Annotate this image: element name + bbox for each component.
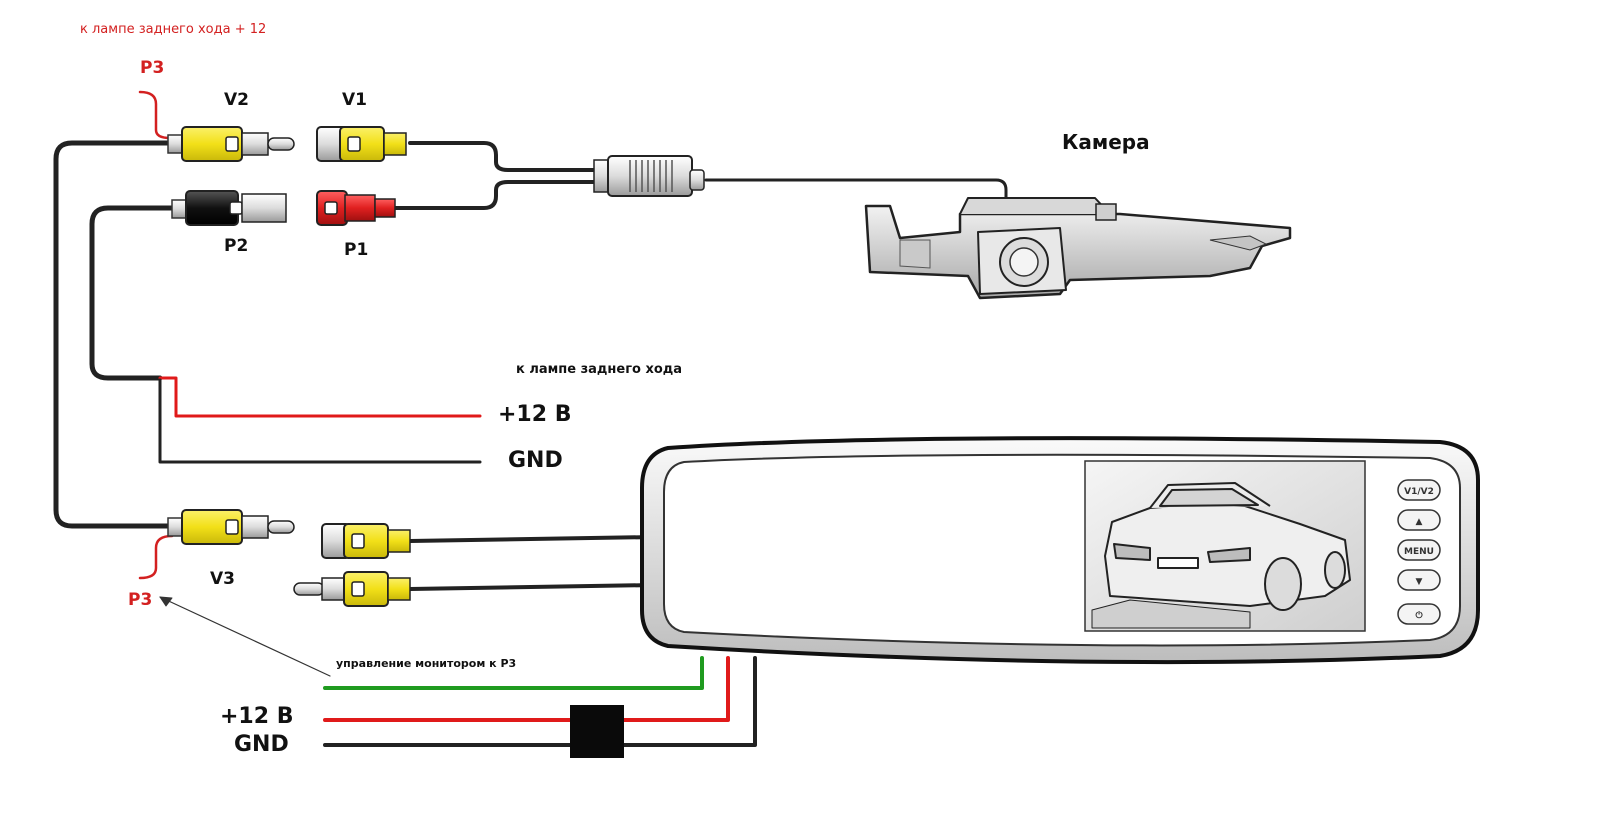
top-lamp-note: к лампе заднего хода + 12 (80, 22, 267, 37)
connector-p1 (316, 190, 396, 226)
camera (864, 197, 1292, 300)
wire-black-gnd (158, 378, 482, 464)
button-power[interactable] (1397, 603, 1441, 625)
mirror-monitor: V1/V2 ▲ MENU ▼ ⏻ (640, 436, 1480, 665)
label-gnd-mid: GND (508, 448, 563, 473)
wire-monitor-v1 (408, 535, 657, 543)
control-arrow-line (159, 596, 331, 677)
label-v2: V2 (224, 90, 249, 110)
connector-v3 (167, 509, 295, 545)
wires (53, 90, 1008, 747)
cable-splitter (593, 155, 705, 197)
label-gnd-bottom: GND (234, 732, 289, 757)
label-plus12-mid: +12 В (498, 402, 572, 427)
button-up[interactable] (1397, 509, 1441, 531)
button-menu-label: MENU (1404, 547, 1434, 557)
connector-v1 (316, 126, 407, 162)
label-p1: P1 (344, 240, 369, 260)
button-power-label: ⏻ (1415, 610, 1423, 621)
wire-p2-to-lamp (89, 205, 175, 381)
button-menu[interactable] (1397, 539, 1441, 561)
car-image (1091, 482, 1351, 629)
connector-p2 (171, 190, 287, 226)
button-v1v2[interactable] (1397, 479, 1441, 501)
connector-monitor-in-1 (321, 523, 411, 559)
wire-split-to-camera (704, 178, 1008, 206)
wire-v1-to-split (408, 141, 602, 172)
control-arrow-head (159, 596, 173, 607)
button-down[interactable] (1397, 569, 1441, 591)
wire-p3-top (138, 90, 172, 140)
label-v1: V1 (342, 90, 367, 110)
wire-red-power (323, 656, 730, 722)
label-p2: P2 (224, 236, 249, 256)
monitor-buttons: V1/V2 ▲ MENU ▼ ⏻ (1397, 479, 1441, 625)
label-camera: Камера (1062, 130, 1150, 154)
wire-v2-to-v3 (53, 140, 173, 529)
label-monitor-control: управление монитором к Р3 (336, 657, 517, 670)
wire-red-plus12 (158, 376, 482, 418)
wire-monitor-v2 (408, 583, 657, 591)
label-plus12-bottom: +12 В (220, 704, 294, 729)
button-v1v2-label: V1/V2 (1404, 487, 1434, 497)
connector-monitor-in-2 (293, 571, 411, 607)
wire-green-control (323, 656, 704, 690)
button-up-label: ▲ (1416, 517, 1423, 527)
wire-black-power (323, 656, 757, 747)
label-v3: V3 (210, 569, 235, 589)
button-down-label: ▼ (1416, 577, 1423, 587)
label-p3-top: P3 (140, 58, 165, 78)
label-p3-bottom: P3 (128, 590, 153, 610)
label-lamp-note: к лампе заднего хода (516, 362, 683, 377)
wire-p1-to-split (393, 180, 602, 210)
fuse-block (570, 705, 624, 758)
connector-v2 (167, 126, 295, 162)
wire-p3-bottom (138, 534, 174, 580)
